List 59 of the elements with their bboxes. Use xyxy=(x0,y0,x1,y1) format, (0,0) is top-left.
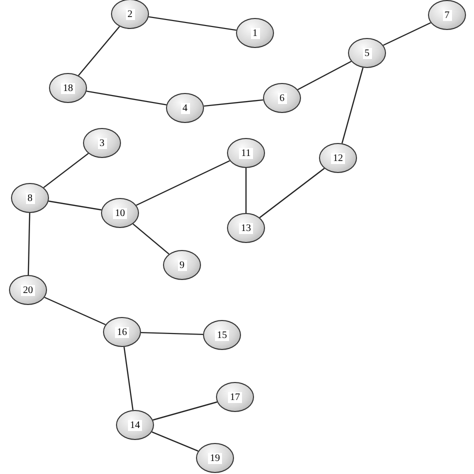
graph-node xyxy=(319,143,357,173)
connector-line xyxy=(124,346,134,410)
graph-node xyxy=(263,83,301,113)
graph-node xyxy=(428,0,466,30)
graph-node xyxy=(163,250,201,280)
graph-node xyxy=(111,0,149,29)
node-number: 14 xyxy=(128,420,142,430)
connector-line xyxy=(48,200,102,210)
connector-line xyxy=(259,168,325,218)
node-number: 18 xyxy=(61,82,75,94)
connector-line xyxy=(148,16,236,31)
connector-line xyxy=(28,212,30,276)
graph-node xyxy=(227,213,265,243)
connector-line xyxy=(136,160,230,206)
node-number: 20 xyxy=(21,284,35,296)
graph-node xyxy=(101,198,139,228)
graph-node xyxy=(83,128,121,158)
connector-line xyxy=(86,90,167,106)
connector-line xyxy=(152,401,218,421)
graph-node xyxy=(203,320,241,350)
node-number: 4 xyxy=(180,102,190,114)
graph-node xyxy=(196,443,234,473)
graph-node xyxy=(216,382,254,412)
graph-node xyxy=(348,38,386,68)
node-number: 6 xyxy=(278,92,286,104)
connector-line xyxy=(78,26,120,76)
node-number: 16 xyxy=(115,326,129,338)
connector-line xyxy=(245,168,247,213)
node-number: 5 xyxy=(362,48,372,58)
graph-node xyxy=(11,183,49,213)
connector-line xyxy=(298,60,352,90)
connector-line xyxy=(140,332,204,336)
graph-node xyxy=(9,275,47,305)
graph-node xyxy=(116,410,154,440)
node-number: 8 xyxy=(26,192,34,204)
connector-line xyxy=(132,223,170,255)
node-number: 19 xyxy=(208,452,222,464)
node-number: 3 xyxy=(98,138,106,148)
graph-node xyxy=(236,18,274,48)
connector-line xyxy=(44,296,106,326)
graph-node xyxy=(227,138,265,168)
node-number: 9 xyxy=(178,260,186,270)
node-number: 11 xyxy=(239,148,253,158)
connector-line xyxy=(341,68,364,144)
connector-line xyxy=(383,22,431,46)
node-number: 2 xyxy=(126,8,134,20)
node-number: 7 xyxy=(442,10,452,20)
node-number: 17 xyxy=(228,392,242,402)
connector-line xyxy=(152,431,198,452)
graph-node xyxy=(49,73,87,103)
connector-line xyxy=(43,152,89,188)
node-number: 10 xyxy=(113,208,127,218)
connector-line xyxy=(204,99,264,107)
graph-node xyxy=(103,317,141,347)
node-number: 15 xyxy=(215,330,229,340)
node-number: 12 xyxy=(331,152,345,164)
node-number: 1 xyxy=(250,28,260,38)
graph-node xyxy=(166,93,204,123)
node-number: 13 xyxy=(239,222,253,234)
